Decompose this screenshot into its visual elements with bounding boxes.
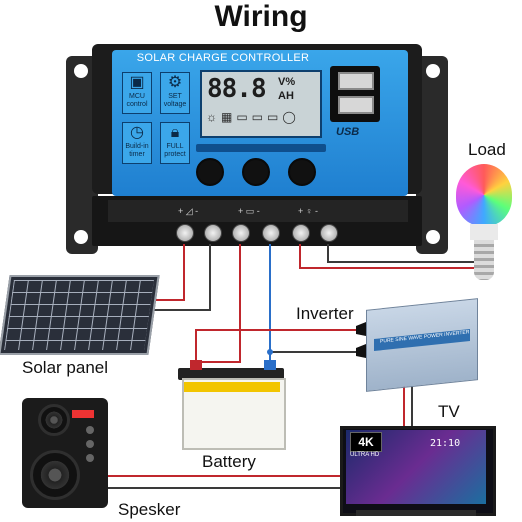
bracket-hole — [74, 64, 88, 78]
feature-label: SET voltage — [163, 93, 187, 108]
lcd-status-icons: ☼▦▭▭▭◯ — [206, 110, 300, 124]
menu-button-up[interactable] — [242, 158, 270, 186]
feature-label: Build-in timer — [125, 143, 149, 158]
controller-header: SOLAR CHARGE CONTROLLER — [136, 52, 310, 64]
terminal-screw[interactable] — [320, 224, 338, 242]
battery-label: Battery — [202, 452, 256, 471]
bracket-hole — [426, 64, 440, 78]
load-label: Load — [468, 140, 506, 159]
bulb-screw-base — [474, 240, 494, 280]
battery-stripe — [184, 382, 280, 392]
inverter-label: Inverter — [296, 304, 354, 323]
build-in-timer-feature: ◷ Build-in timer — [122, 122, 152, 164]
bracket-hole — [74, 230, 88, 244]
feature-label: MCU control — [126, 93, 148, 108]
terminal-screw[interactable] — [232, 224, 250, 242]
page-title: Wiring — [214, 0, 308, 33]
terminal-symbol-load: + ♀ - — [298, 206, 319, 216]
tv-stand — [356, 510, 476, 516]
rgb-bulb-icon — [456, 164, 512, 226]
battery-lid — [178, 368, 284, 380]
terminal-cover — [108, 200, 408, 222]
gear-icon: ⚙ — [167, 74, 183, 91]
speaker-label: Spesker — [118, 500, 181, 519]
lock-icon: 🔒︎ — [170, 124, 180, 141]
speaker-knob — [86, 440, 94, 448]
lcd-display — [200, 70, 322, 138]
terminal-screw[interactable] — [176, 224, 194, 242]
usb-port-bottom[interactable] — [338, 96, 374, 114]
speaker-woofer — [30, 450, 80, 500]
wire-load-negative — [327, 244, 474, 263]
wire-solar-negative — [150, 244, 211, 311]
wire-load-positive — [299, 244, 474, 269]
mcu-control-feature: ▣ MCU control — [122, 72, 152, 114]
solar-panel-label: Solar panel — [22, 358, 109, 377]
speaker-knob — [86, 454, 94, 462]
lcd-unit-voltage: V% — [278, 76, 296, 88]
terminal-screw[interactable] — [204, 224, 222, 242]
battery-terminal-negative — [264, 360, 276, 370]
wire-inverter-positive — [195, 329, 360, 362]
tv-clock: 21:10 — [430, 438, 461, 449]
inverter-plug — [356, 344, 366, 358]
battery-terminal-positive — [190, 360, 202, 370]
inverter-plug — [356, 322, 366, 336]
speaker-tweeter — [38, 404, 70, 436]
clock-icon: ◷ — [130, 124, 144, 141]
terminal-symbol-solar: + ◿ - — [178, 206, 199, 216]
menu-button-left[interactable] — [196, 158, 224, 186]
terminal-symbol-battery: + ▭ - — [238, 206, 260, 216]
usb-port-top[interactable] — [338, 72, 374, 90]
lcd-unit-amphour: AH — [278, 90, 294, 102]
tv-label: TV — [438, 402, 460, 421]
bracket-hole — [426, 230, 440, 244]
wire-junction — [267, 349, 273, 355]
terminal-screw[interactable] — [292, 224, 310, 242]
wire-battery-positive — [196, 244, 241, 363]
wire-solar-positive — [150, 244, 185, 301]
menu-button-right[interactable] — [288, 158, 316, 186]
feature-label: FULL protect — [164, 143, 186, 158]
solar-panel-icon — [0, 275, 160, 355]
bulb-neck — [470, 224, 498, 240]
full-protect-feature: 🔒︎ FULL protect — [160, 122, 190, 164]
set-voltage-feature: ⚙ SET voltage — [160, 72, 190, 114]
tv-ultra-hd: ULTRA HD — [350, 452, 380, 458]
speaker-knob — [86, 426, 94, 434]
chip-icon: ▣ — [129, 74, 145, 91]
button-indicator-strip — [196, 144, 326, 152]
tv-4k-badge: 4K — [350, 432, 382, 452]
speaker-display — [72, 410, 94, 418]
usb-label: USB — [336, 126, 360, 138]
lcd-digits: 88.8 — [207, 74, 267, 104]
terminal-screw[interactable] — [262, 224, 280, 242]
